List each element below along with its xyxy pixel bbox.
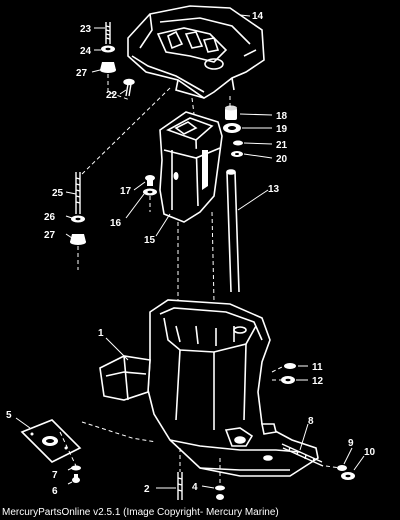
callout-10[interactable]: 10 — [364, 447, 376, 458]
part-washer-4[interactable] — [215, 485, 225, 501]
part-bushing-18[interactable] — [225, 105, 237, 121]
callout-18[interactable]: 18 — [276, 111, 288, 122]
part-bolt-17[interactable] — [145, 175, 155, 186]
callout-8[interactable]: 8 — [308, 416, 314, 427]
part-exhaust-tube[interactable] — [159, 111, 223, 223]
part-washer-11[interactable] — [284, 363, 296, 369]
part-pin-2[interactable] — [177, 472, 183, 500]
leader-lines — [15, 14, 365, 489]
part-nut-27-left[interactable] — [70, 234, 86, 245]
callout-14[interactable]: 14 — [252, 11, 264, 22]
callout-1[interactable]: 1 — [98, 328, 104, 339]
callout-6[interactable]: 6 — [52, 486, 58, 497]
callout-24[interactable]: 24 — [80, 46, 92, 57]
callout-27-left[interactable]: 27 — [44, 230, 56, 241]
callout-20[interactable]: 20 — [276, 154, 288, 165]
part-washer-9[interactable] — [337, 465, 347, 471]
callout-13[interactable]: 13 — [268, 184, 280, 195]
callout-26[interactable]: 26 — [44, 212, 56, 223]
callout-5[interactable]: 5 — [6, 410, 12, 421]
part-screw-6[interactable] — [72, 474, 80, 483]
part-washer-16[interactable] — [143, 188, 157, 196]
callout-27-top[interactable]: 27 — [76, 68, 88, 79]
part-washer-26[interactable] — [71, 215, 85, 223]
callout-16[interactable]: 16 — [110, 218, 122, 229]
callout-15[interactable]: 15 — [144, 235, 156, 246]
part-nut-12[interactable] — [281, 376, 295, 384]
part-stud-23[interactable] — [105, 22, 111, 44]
callout-17[interactable]: 17 — [120, 186, 132, 197]
part-ring-20[interactable] — [231, 151, 243, 157]
part-water-tube-13[interactable] — [226, 169, 240, 293]
callout-19[interactable]: 19 — [276, 124, 288, 135]
part-seal-19[interactable] — [223, 123, 241, 133]
part-oring-21[interactable] — [233, 140, 243, 146]
alignment-lines — [59, 74, 341, 484]
image-copyright-caption: MercuryPartsOnline v2.5.1 (Image Copyrig… — [2, 507, 279, 518]
callout-25[interactable]: 25 — [52, 188, 64, 199]
callout-11[interactable]: 11 — [312, 362, 323, 373]
part-stud-8[interactable] — [281, 443, 324, 467]
callout-4[interactable]: 4 — [192, 482, 198, 493]
part-stud-25[interactable] — [75, 172, 81, 214]
part-adapter-plate[interactable] — [127, 5, 265, 99]
part-washer-24[interactable] — [101, 45, 115, 53]
part-nut-27-top[interactable] — [100, 62, 116, 73]
callout-7[interactable]: 7 — [52, 470, 58, 481]
part-nut-10[interactable] — [341, 472, 355, 480]
callout-21[interactable]: 21 — [276, 140, 288, 151]
callout-22[interactable]: 22 — [106, 90, 118, 101]
callout-2[interactable]: 2 — [144, 484, 150, 495]
callout-9[interactable]: 9 — [348, 438, 354, 449]
callout-12[interactable]: 12 — [312, 376, 324, 387]
part-washer-7[interactable] — [71, 465, 81, 471]
part-screw-22[interactable] — [123, 78, 135, 97]
part-driveshaft-housing[interactable] — [99, 299, 319, 477]
callout-23[interactable]: 23 — [80, 24, 92, 35]
callouts: 1 2 4 5 6 7 8 9 10 11 12 13 14 15 16 17 … — [6, 11, 376, 497]
